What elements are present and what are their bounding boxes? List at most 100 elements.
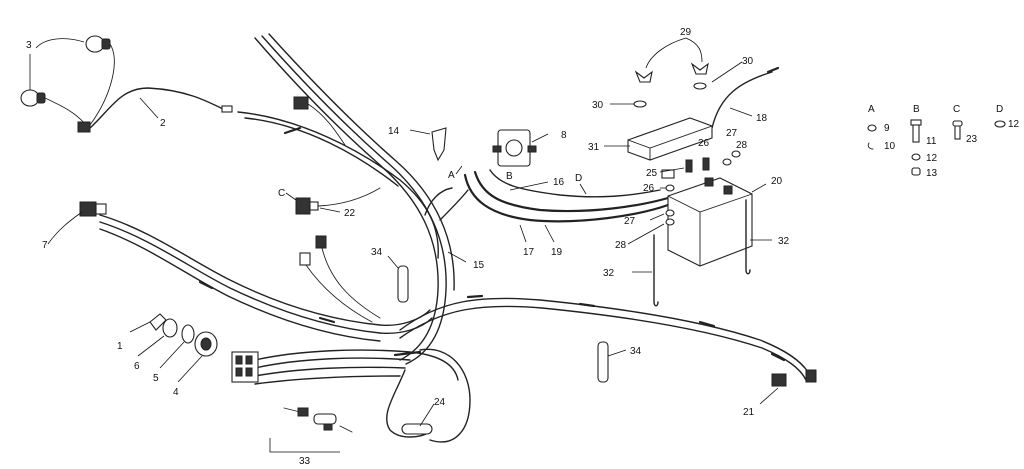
callout-20: 20 (771, 176, 783, 187)
connection-markers: A B C D (278, 165, 587, 201)
legend-b-lockwasher-icon (911, 153, 921, 161)
lamp-socket-upper-3 (85, 35, 111, 53)
terminal-25-block (661, 169, 675, 179)
callout-17: 17 (523, 247, 535, 258)
callout-2: 2 (160, 118, 166, 129)
washer-5 (181, 324, 195, 344)
callout-7: 7 (42, 240, 48, 251)
harness-connector-top-wire (307, 103, 346, 146)
starter-solenoid-8 (492, 129, 537, 167)
callout-31: 31 (588, 142, 600, 153)
legend-b-item-2: 12 (926, 153, 938, 164)
lamp-connector (77, 121, 91, 133)
callout-24: 24 (434, 397, 446, 408)
left-branch-harness (99, 214, 433, 342)
marker-c: C (278, 188, 285, 199)
nut-28-lower (665, 218, 675, 226)
branch-connector-b (299, 252, 311, 266)
callout-34b: 34 (630, 346, 642, 357)
callout-32a: 32 (603, 268, 615, 279)
legend-b-item-3: 13 (926, 168, 938, 179)
lamp-lead-wires (44, 43, 115, 126)
fuse-holder-33 (283, 407, 353, 433)
legend-c-screw-icon (954, 124, 961, 140)
legend-b-item-1: 11 (926, 136, 937, 147)
fuse-24 (401, 423, 433, 435)
legend-header-b: B (913, 104, 920, 115)
callout-22: 22 (344, 208, 356, 219)
nut-27-lower (665, 209, 675, 217)
legend-a-item-1: 9 (884, 123, 890, 134)
branch-wires (305, 247, 381, 323)
cable-18-end (766, 66, 780, 74)
callout-30b: 30 (742, 56, 754, 67)
battery-cables (424, 169, 670, 223)
callout-1: 1 (117, 341, 123, 352)
lead-2-terminal (221, 105, 233, 113)
marker-a: A (448, 170, 455, 181)
legend-d-washer-icon (994, 120, 1006, 128)
callout-labels: 1 2 3 4 5 6 7 8 14 15 16 17 18 19 20 21 … (26, 27, 790, 467)
main-harness-15 (237, 33, 455, 365)
connector-22 (295, 197, 319, 215)
callout-27b: 27 (624, 216, 636, 227)
branch-connector-a (315, 235, 327, 249)
nut-27-top (722, 158, 732, 166)
legend-c-item-1: 23 (966, 134, 978, 145)
hardware-legend: A 9 10 B 11 12 13 C 23 D 12 (867, 104, 1020, 179)
callout-29: 29 (680, 27, 692, 38)
nut-28-top (731, 150, 741, 158)
legend-header-c: C (953, 104, 960, 115)
terminal-boot-14 (431, 127, 447, 162)
connector-21 (771, 369, 817, 387)
callout-33: 33 (299, 456, 311, 467)
legend-a-nut-icon (867, 124, 877, 132)
callout-18: 18 (756, 113, 768, 124)
nut-6 (162, 318, 178, 338)
callout-32b: 32 (778, 236, 790, 247)
callout-34a: 34 (371, 247, 383, 258)
callout-25: 25 (646, 168, 658, 179)
legend-header-d: D (996, 104, 1003, 115)
marker-b: B (506, 171, 513, 182)
cable-18 (711, 71, 773, 129)
wing-nut-29-left (634, 70, 653, 83)
leader-lines (29, 37, 779, 453)
callout-28a: 28 (736, 140, 748, 151)
right-branch-harness (399, 294, 809, 381)
washer-26 (665, 184, 675, 192)
lamp-socket-lower-3 (20, 89, 46, 107)
callout-26b: 26 (643, 183, 655, 194)
callout-5: 5 (153, 373, 159, 384)
callout-4: 4 (173, 387, 179, 398)
legend-header-a: A (868, 104, 875, 115)
marker-c-arrow (285, 192, 297, 201)
callout-26a: 26 (698, 138, 710, 149)
ignition-switch-4 (194, 331, 218, 357)
legend-d-item-1: 12 (1008, 119, 1020, 130)
j-bolt-32-left (653, 234, 659, 307)
callout-3: 3 (26, 40, 32, 51)
grommet-34-right (597, 341, 609, 383)
callout-16: 16 (553, 177, 565, 188)
harness-connector-top (293, 96, 309, 110)
callout-19: 19 (551, 247, 563, 258)
bolt-25 (685, 159, 693, 173)
callout-27a: 27 (726, 128, 738, 139)
bolt-26-top (702, 157, 710, 171)
legend-c-screw-head (952, 120, 963, 127)
legend-a-item-2: 10 (884, 141, 896, 152)
wing-nut-29-right (690, 62, 709, 75)
lead-2 (89, 87, 226, 129)
marker-d: D (575, 173, 582, 184)
callout-15: 15 (473, 260, 485, 271)
legend-a-washer-icon (867, 142, 874, 150)
marker-d-arrow (579, 183, 587, 195)
connector-7 (79, 201, 107, 217)
callout-6: 6 (134, 361, 140, 372)
callout-28b: 28 (615, 240, 627, 251)
battery-hold-down-31 (627, 117, 713, 161)
callout-8: 8 (561, 130, 567, 141)
marker-a-arrow (455, 165, 463, 175)
